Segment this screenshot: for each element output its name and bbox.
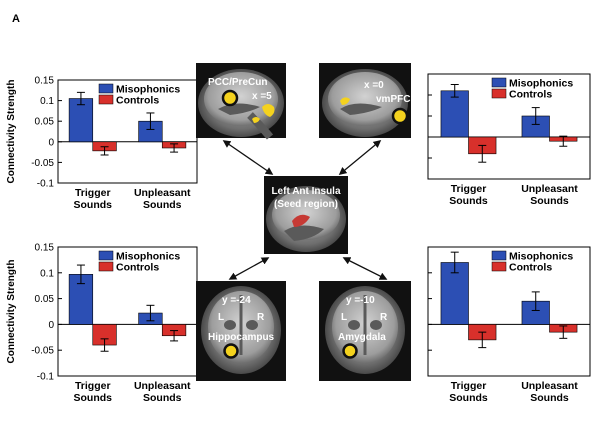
roi-ring-hippocampus — [223, 343, 239, 359]
y-tick-label: 0.05 — [35, 117, 55, 128]
roi-ring-pcc — [221, 89, 239, 107]
x-tick-label: Unpleasant — [134, 380, 191, 392]
brain-amyg-coord: y =-10 — [346, 295, 375, 306]
panel-label: A — [12, 13, 20, 25]
legend-label-misophonics: Misophonics — [509, 78, 573, 90]
y-axis-label: Connectivity Strength — [6, 260, 17, 364]
legend-swatch-controls — [98, 261, 114, 272]
roi-ring-vmpfc — [391, 107, 409, 125]
brain-hipp-right: R — [257, 312, 265, 323]
legend-label-controls: Controls — [509, 89, 552, 101]
brain-hipp-label: Hippocampus — [208, 332, 275, 343]
chart-amygdala: TriggerSoundsUnpleasantSoundsMisophonics… — [427, 246, 591, 404]
x-tick-label: Sounds — [74, 392, 113, 404]
x-tick-label: Unpleasant — [521, 183, 578, 195]
activation-blob — [262, 104, 275, 117]
chart-hippocampus: 0.15 0.1 0.05 0 -0.05 -0.1 Connectivity Streng… — [6, 243, 198, 404]
brain-seed-image: Left Ant Insula (Seed region) — [264, 176, 348, 254]
x-tick-label: Unpleasant — [521, 380, 578, 392]
brain-vmpfc-image: x =0 vmPFC — [319, 63, 411, 138]
legend-label-controls: Controls — [116, 95, 159, 107]
legend-swatch-misophonics — [98, 250, 114, 261]
brain-pcc-label: PCC/PreCun — [208, 77, 267, 88]
x-tick-label: Sounds — [449, 195, 488, 207]
brain-amyg-left: L — [341, 312, 347, 323]
x-tick-label: Sounds — [143, 392, 182, 404]
legend-label-controls: Controls — [509, 262, 552, 274]
brain-figure: PCC/PreCun x =5 x =0 vmPFC Left Ant Insu… — [196, 63, 411, 381]
brain-pcc-coord: x =5 — [252, 91, 272, 102]
brain-hipp-coord: y =-24 — [222, 295, 251, 306]
x-tick-label: Sounds — [530, 195, 569, 207]
legend-label-misophonics: Misophonics — [116, 251, 180, 263]
x-tick-label: Trigger — [451, 380, 487, 392]
y-axis-label: Connectivity Strength — [6, 80, 17, 184]
brain-vmpfc-coord: x =0 — [364, 80, 384, 91]
x-tick-label: Sounds — [449, 392, 488, 404]
y-tick-label: -0.05 — [31, 346, 54, 357]
x-tick-label: Trigger — [75, 380, 111, 392]
bar-misophonics — [440, 90, 469, 138]
y-tick-label: -0.1 — [37, 372, 55, 383]
arrow-seed-vmpfc — [338, 140, 382, 175]
y-tick-label: -0.05 — [31, 158, 54, 169]
legend-swatch-controls — [98, 94, 114, 105]
x-tick-label: Sounds — [74, 199, 113, 211]
y-tick-label: 0.1 — [40, 268, 54, 279]
x-tick-label: Trigger — [451, 183, 487, 195]
y-tick-label: -0.1 — [37, 179, 55, 190]
y-tick-label: 0.05 — [35, 294, 55, 305]
roi-ring-amygdala — [342, 343, 358, 359]
legend-swatch-misophonics — [491, 250, 507, 261]
arrow-seed-amygdala — [342, 257, 388, 280]
brain-seed-label: Left Ant Insula — [271, 186, 341, 197]
brain-hippocampus-image: y =-24 L R Hippocampus — [196, 281, 286, 381]
legend-swatch-misophonics — [98, 83, 114, 94]
brain-amygdala-image: y =-10 L R Amygdala — [319, 281, 411, 381]
legend-label-misophonics: Misophonics — [116, 84, 180, 96]
brain-hipp-left: L — [218, 312, 224, 323]
y-tick-label: 0.1 — [40, 96, 54, 107]
brain-amyg-label: Amygdala — [338, 332, 386, 343]
legend-swatch-controls — [491, 261, 507, 272]
legend-label-misophonics: Misophonics — [509, 251, 573, 263]
chart-pcc: 0.15 0.1 0.05 0 -0.05 -0.1 Connectivity Streng… — [6, 76, 198, 211]
brain-amyg-right: R — [380, 312, 388, 323]
brain-pcc-image: PCC/PreCun x =5 — [196, 63, 286, 140]
y-tick-label: 0 — [48, 137, 54, 148]
x-tick-label: Sounds — [530, 392, 569, 404]
seed-region — [292, 214, 310, 227]
x-tick-label: Trigger — [75, 187, 111, 199]
plot-frame — [427, 73, 591, 180]
brain-vmpfc-label: vmPFC — [376, 94, 410, 105]
legend-swatch-controls — [491, 88, 507, 99]
chart-vmpfc: TriggerSoundsUnpleasantSoundsMisophonics… — [427, 73, 591, 207]
legend-label-controls: Controls — [116, 262, 159, 274]
x-tick-label: Unpleasant — [134, 187, 191, 199]
legend-swatch-misophonics — [491, 77, 507, 88]
arrow-seed-hippocampus — [228, 257, 270, 280]
y-tick-label: 0.15 — [35, 243, 55, 254]
brain-seed-sublabel: (Seed region) — [274, 199, 338, 210]
x-tick-label: Sounds — [143, 199, 182, 211]
y-tick-label: 0.15 — [35, 76, 55, 87]
plot-frame — [427, 246, 591, 377]
arrow-seed-pcc — [222, 140, 274, 175]
y-tick-label: 0 — [48, 320, 54, 331]
